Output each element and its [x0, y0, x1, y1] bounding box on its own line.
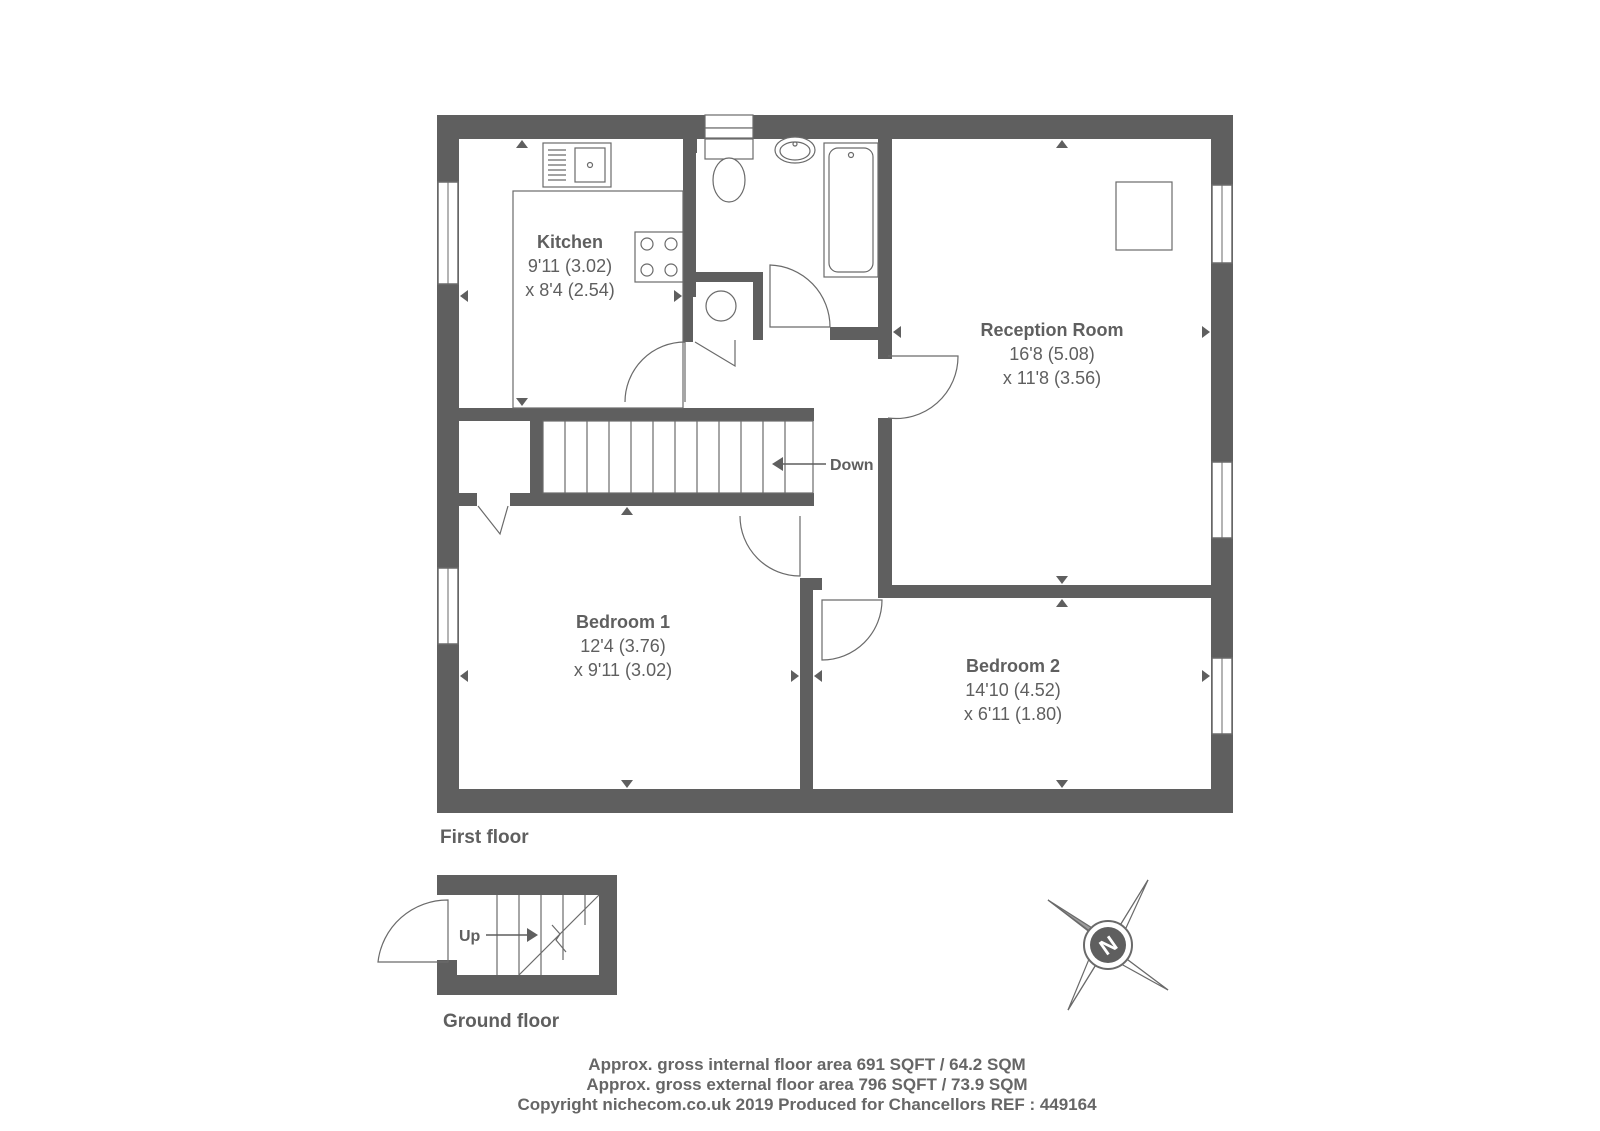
door-bathroom — [769, 264, 831, 328]
kitchen-dim-1: 9'11 (3.02) — [528, 256, 612, 276]
staircase — [542, 420, 814, 494]
door-entrance — [377, 899, 449, 963]
worktop — [512, 190, 684, 409]
toilet-icon — [712, 157, 746, 203]
ground-floor-label: Ground floor — [443, 1011, 560, 1032]
bedroom2-dim-2: x 6'11 (1.80) — [964, 704, 1062, 724]
first-floor-label: First floor — [440, 827, 529, 848]
stairs-down-label: Down — [830, 457, 874, 474]
bedroom2-name: Bedroom 2 — [966, 656, 1060, 676]
bedroom1-name: Bedroom 1 — [576, 612, 670, 632]
footer-external-area: Approx. gross external floor area 796 SQ… — [586, 1075, 1027, 1094]
door-reception — [887, 355, 959, 420]
compass-icon: N — [1047, 879, 1169, 1011]
kitchen-dim-2: x 8'4 (2.54) — [525, 280, 614, 300]
up-arrow-icon — [486, 928, 538, 942]
doors — [477, 264, 959, 661]
reception-name: Reception Room — [980, 320, 1123, 340]
door-bedroom2 — [821, 599, 883, 661]
bathroom-fittings — [704, 114, 879, 322]
interior-walls — [459, 139, 1233, 789]
door-cupboard-landing — [477, 505, 509, 536]
down-arrow-icon — [772, 457, 826, 471]
reception-unit — [1115, 181, 1173, 251]
cylinder-icon — [705, 290, 737, 322]
reception-dim-1: 16'8 (5.08) — [1009, 344, 1095, 364]
bedroom1-dim-1: 12'4 (3.76) — [580, 636, 666, 656]
door-bedroom1 — [739, 515, 801, 577]
kitchen-fittings — [512, 142, 684, 409]
door-cupboard-small — [694, 340, 736, 368]
bedroom2-dim-1: 14'10 (4.52) — [965, 680, 1061, 700]
bedroom1-dim-2: x 9'11 (3.02) — [574, 660, 672, 680]
dimension-markers — [460, 140, 1210, 788]
reception-dim-2: x 11'8 (3.56) — [1003, 368, 1101, 388]
footer-copyright: Copyright nichecom.co.uk 2019 Produced f… — [517, 1095, 1097, 1114]
kitchen-name: Kitchen — [537, 232, 603, 252]
first-floor: Kitchen 9'11 (3.02) x 8'4 (2.54) Recepti… — [437, 114, 1233, 848]
footer-internal-area: Approx. gross internal floor area 691 SQ… — [588, 1055, 1025, 1074]
stairs-up-label: Up — [459, 928, 481, 945]
door-kitchen — [624, 341, 686, 403]
outer-walls — [437, 115, 1233, 813]
cistern-icon — [704, 114, 754, 129]
ground-floor: Up Ground floor — [377, 875, 617, 1032]
